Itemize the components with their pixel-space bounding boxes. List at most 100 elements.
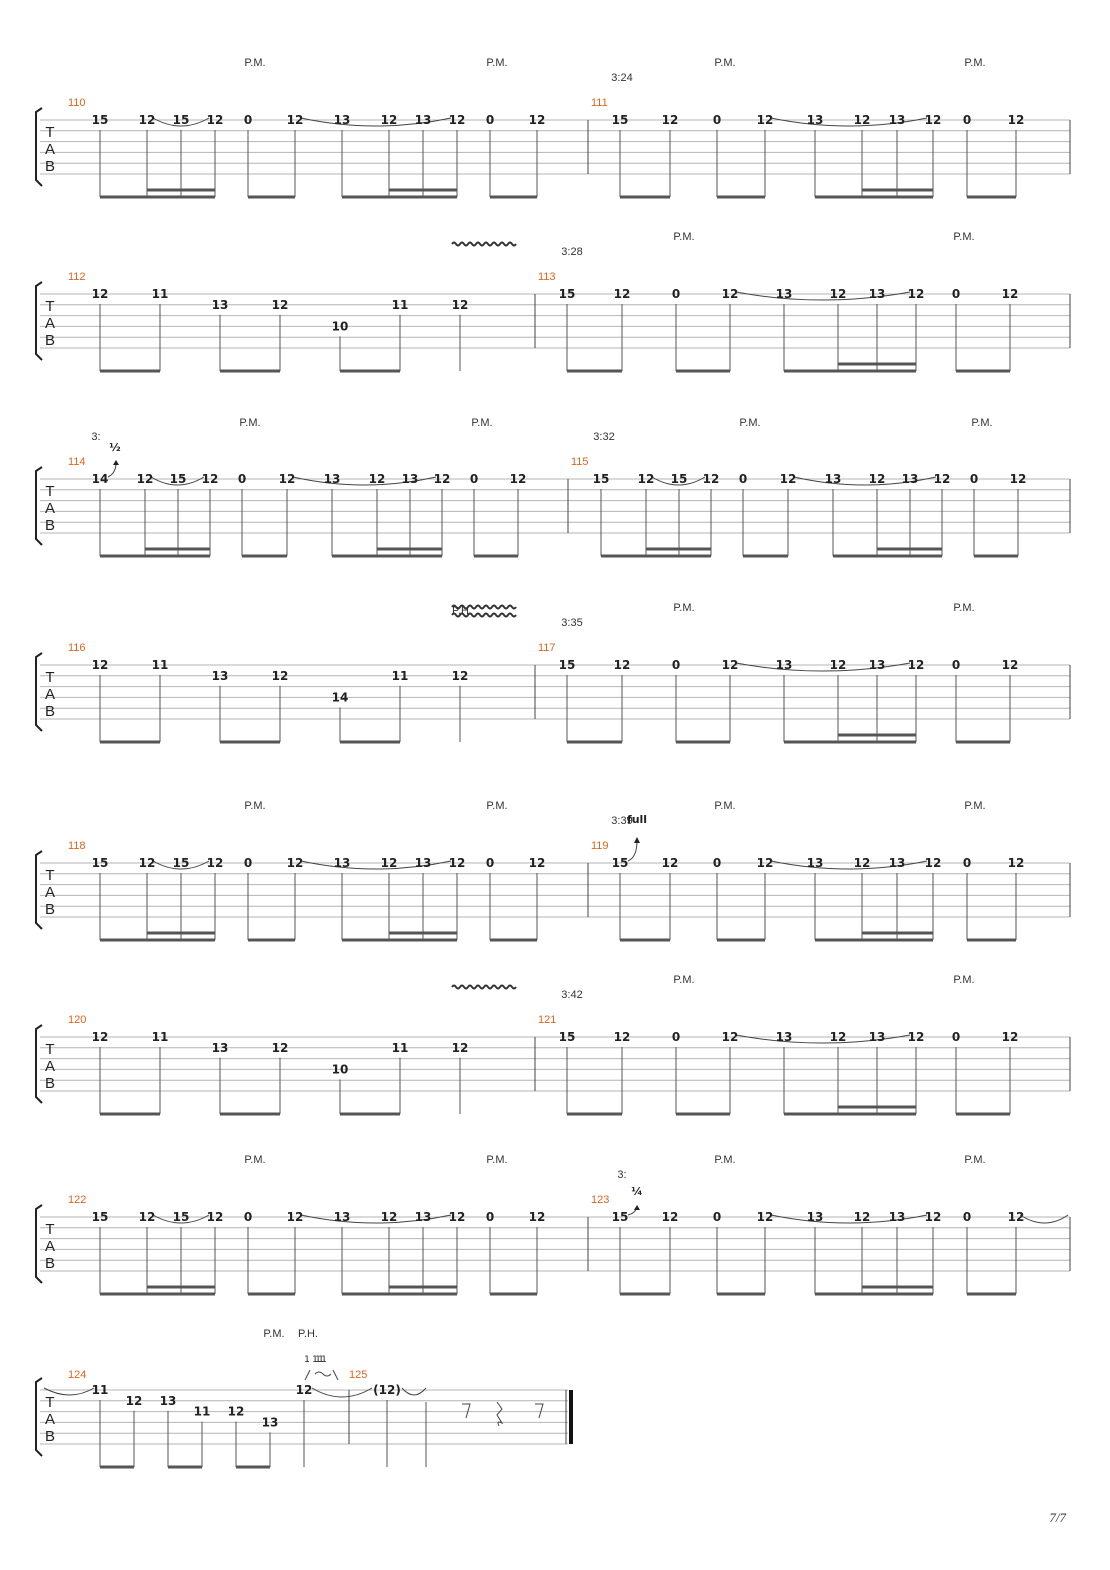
fret-number: 14 bbox=[92, 472, 109, 486]
bend-pattern bbox=[304, 1369, 339, 1381]
measure-number: 120 bbox=[68, 1014, 86, 1026]
measure-number: 115 bbox=[571, 456, 589, 468]
fret-number: 12 bbox=[279, 472, 296, 486]
fret-number: 12 bbox=[1002, 287, 1019, 301]
measure-number: 124 bbox=[68, 1369, 86, 1381]
fret-number: 12 bbox=[614, 658, 631, 672]
tab-clef-a: A bbox=[45, 1238, 55, 1255]
fret-number: 12 bbox=[662, 1210, 679, 1224]
fret-number: 13 bbox=[889, 113, 906, 127]
fret-number: 12 bbox=[638, 472, 655, 486]
fret-number: 0 bbox=[672, 1030, 680, 1044]
fret-number: 11 bbox=[152, 287, 169, 301]
fret-number: 13 bbox=[324, 472, 341, 486]
palm-mute-label: P.M. bbox=[486, 1154, 507, 1166]
staff-bracket bbox=[35, 1204, 43, 1284]
tie-arc bbox=[152, 1214, 210, 1224]
fret-number: 12 bbox=[228, 1405, 245, 1419]
fret-number: 12 bbox=[296, 1383, 313, 1397]
fret-number: 12 bbox=[529, 113, 546, 127]
fret-number: 12 bbox=[722, 658, 739, 672]
fret-number: 12 bbox=[662, 856, 679, 870]
fret-number: 13 bbox=[334, 856, 351, 870]
bend-amount: ¼ bbox=[631, 1185, 642, 1198]
fret-number: 12 bbox=[381, 113, 398, 127]
fret-number: 0 bbox=[238, 472, 246, 486]
fret-number: 12 bbox=[272, 669, 289, 683]
timestamp: 3:28 bbox=[561, 246, 582, 258]
fret-number: 0 bbox=[713, 856, 721, 870]
fret-number: 12 bbox=[757, 1210, 774, 1224]
tie-arc bbox=[300, 860, 452, 870]
palm-mute-label: P.M. bbox=[964, 57, 985, 69]
timestamp: 3: bbox=[617, 1169, 626, 1181]
fret-number: 15 bbox=[612, 856, 629, 870]
fret-number: 12 bbox=[614, 1030, 631, 1044]
fret-number: 0 bbox=[713, 1210, 721, 1224]
fret-number: 15 bbox=[559, 287, 576, 301]
bend-step: 1 bbox=[304, 1355, 310, 1365]
fret-number: 13 bbox=[402, 472, 419, 486]
fret-number: 0 bbox=[486, 1210, 494, 1224]
fret-number: 12 bbox=[202, 472, 219, 486]
measure-number: 125 bbox=[349, 1369, 367, 1381]
fret-number: 12 bbox=[449, 1210, 466, 1224]
fret-number: 12 bbox=[207, 856, 224, 870]
fret-number: 13 bbox=[869, 1030, 886, 1044]
fret-number: 12 bbox=[662, 113, 679, 127]
fret-number: 12 bbox=[854, 856, 871, 870]
fret-number: 12 bbox=[722, 1030, 739, 1044]
tab-clef-b: B bbox=[45, 1255, 55, 1272]
fret-number: 0 bbox=[739, 472, 747, 486]
fret-number: 13 bbox=[415, 856, 432, 870]
palm-mute-label: P.M. bbox=[673, 602, 694, 614]
fret-number: 12 bbox=[92, 287, 109, 301]
palm-mute-label: P.M. bbox=[486, 800, 507, 812]
palm-mute-label: P.M. bbox=[714, 1154, 735, 1166]
palm-mute-label: P.M. bbox=[953, 231, 974, 243]
fret-number: 0 bbox=[952, 287, 960, 301]
fret-number: 13 bbox=[776, 287, 793, 301]
staff-bracket bbox=[35, 652, 43, 732]
bend-arrow-head bbox=[634, 1205, 640, 1210]
fret-number: 12 bbox=[529, 1210, 546, 1224]
palm-mute-label: P.M. bbox=[739, 417, 760, 429]
fret-number: 13 bbox=[212, 669, 229, 683]
fret-number: 13 bbox=[825, 472, 842, 486]
tab-clef-a: A bbox=[45, 884, 55, 901]
timestamp: 3:35 bbox=[561, 617, 582, 629]
timestamp: 3:24 bbox=[611, 72, 632, 84]
fret-number: 11 bbox=[152, 1030, 169, 1044]
staff-bracket bbox=[35, 1024, 43, 1104]
fret-number: 0 bbox=[963, 1210, 971, 1224]
fret-number: 12 bbox=[272, 298, 289, 312]
fret-number: 12 bbox=[703, 472, 720, 486]
fret-number: 12 bbox=[449, 856, 466, 870]
fret-number: 12 bbox=[1008, 1210, 1025, 1224]
fret-number: 12 bbox=[272, 1041, 289, 1055]
staff-bracket bbox=[35, 281, 43, 361]
fret-number: 12 bbox=[830, 287, 847, 301]
fret-number: 0 bbox=[952, 1030, 960, 1044]
fret-number: 15 bbox=[92, 856, 109, 870]
palm-mute-label: P.M. bbox=[673, 231, 694, 243]
tab-clef-a: A bbox=[45, 141, 55, 158]
measure-number: 113 bbox=[538, 271, 556, 283]
tie-arc bbox=[793, 476, 937, 486]
fret-number: 12 bbox=[139, 113, 156, 127]
staff-bracket bbox=[35, 850, 43, 930]
tab-clef-a: A bbox=[45, 686, 55, 703]
palm-mute-label: P.M. bbox=[244, 57, 265, 69]
fret-number: 12 bbox=[925, 1210, 942, 1224]
fret-number: 12 bbox=[1002, 658, 1019, 672]
fret-number: 13 bbox=[212, 298, 229, 312]
measure-number: 111 bbox=[591, 97, 608, 109]
tab-clef-t: T bbox=[45, 298, 54, 315]
tie-arc bbox=[735, 1034, 911, 1044]
fret-number: 11 bbox=[152, 658, 169, 672]
tie-arc bbox=[770, 860, 928, 870]
tie-arc bbox=[152, 860, 210, 870]
palm-mute-label: P.M. bbox=[714, 57, 735, 69]
